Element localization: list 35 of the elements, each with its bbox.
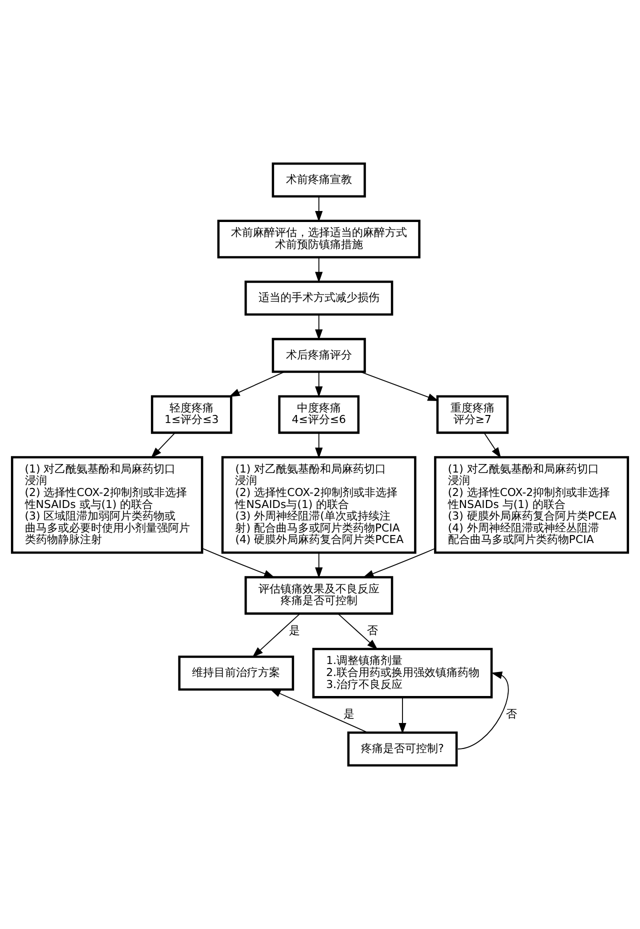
arrow <box>315 432 323 459</box>
node-box: (1) 对乙酰氨基酚和局麻药切口浸润 (2) 选择性COX-2抑制剂或非选择性NSAIDs 与(1) 的联合 (3) 硬膜外局麻药复合阿片类PCEA (4) 外周神经阻滞或神经丛阻滞配合曲马多或阿片类药物PCIA <box>434 456 630 554</box>
arrow <box>252 613 300 658</box>
node-box: (1) 对乙酰氨基酚和局麻药切口浸润 (2) 选择性COX-2抑制剂或非选择性NSAIDs 或与(1) 的联合 (3) 区域阻滞加弱阿片类药物或曲马多或必要时使用小剂量强阿片类药物静脉注射 <box>10 456 204 554</box>
edge-label: 是 <box>343 708 354 721</box>
node-box: 术前麻醉评估，选择适当的麻醉方式 术前预防镇痛措施 <box>217 220 420 258</box>
arrow <box>150 432 176 458</box>
node-box: 疼痛是否可控制? <box>347 732 458 766</box>
arrow <box>315 196 323 222</box>
node-box: 重度疼痛 评分≥7 <box>436 395 509 434</box>
arrow <box>228 371 285 397</box>
node-box: 维持目前治疗方案 <box>178 656 294 691</box>
arrow <box>484 432 502 458</box>
node-box: 轻度疼痛 1≤评分≤3 <box>150 395 232 434</box>
node-box: 术后疼痛评分 <box>272 338 366 373</box>
arrow <box>362 548 436 578</box>
node-box: 中度疼痛 4≤评分≤6 <box>278 395 360 434</box>
node-box: (1) 对乙酰氨基酚和局麻药切口浸润 (2) 选择性COX-2抑制剂或非选择性NSAIDs与(1) 的联合 (3) 外周神经阻滞(单次或持续注射) 配合曲马多或阿片类药物PCIA (4) 硬膜外局麻药复合阿片类PCEA <box>221 456 416 554</box>
node-box: 1.调整镇痛剂量 2.联合用药或换用强效镇痛药物 3.治疗不良反应 <box>312 648 493 698</box>
node-box: 术前疼痛宣教 <box>272 162 366 198</box>
node-box: 适当的手术方式减少损伤 <box>244 280 394 316</box>
arrow <box>270 688 368 734</box>
edge-label: 是 <box>288 624 300 638</box>
arrow <box>202 548 275 578</box>
edge-label: 否 <box>506 708 518 721</box>
arrow <box>360 371 439 401</box>
node-box: 评估镇痛效果及不良反应 疼痛是否可控制 <box>244 576 394 615</box>
arrow <box>398 697 406 734</box>
arrow <box>315 372 323 398</box>
edge-label: 否 <box>366 624 378 638</box>
arrow <box>338 613 378 650</box>
arrow <box>315 257 323 283</box>
arrow <box>315 314 323 340</box>
arrow <box>457 672 509 750</box>
arrow <box>315 552 323 578</box>
